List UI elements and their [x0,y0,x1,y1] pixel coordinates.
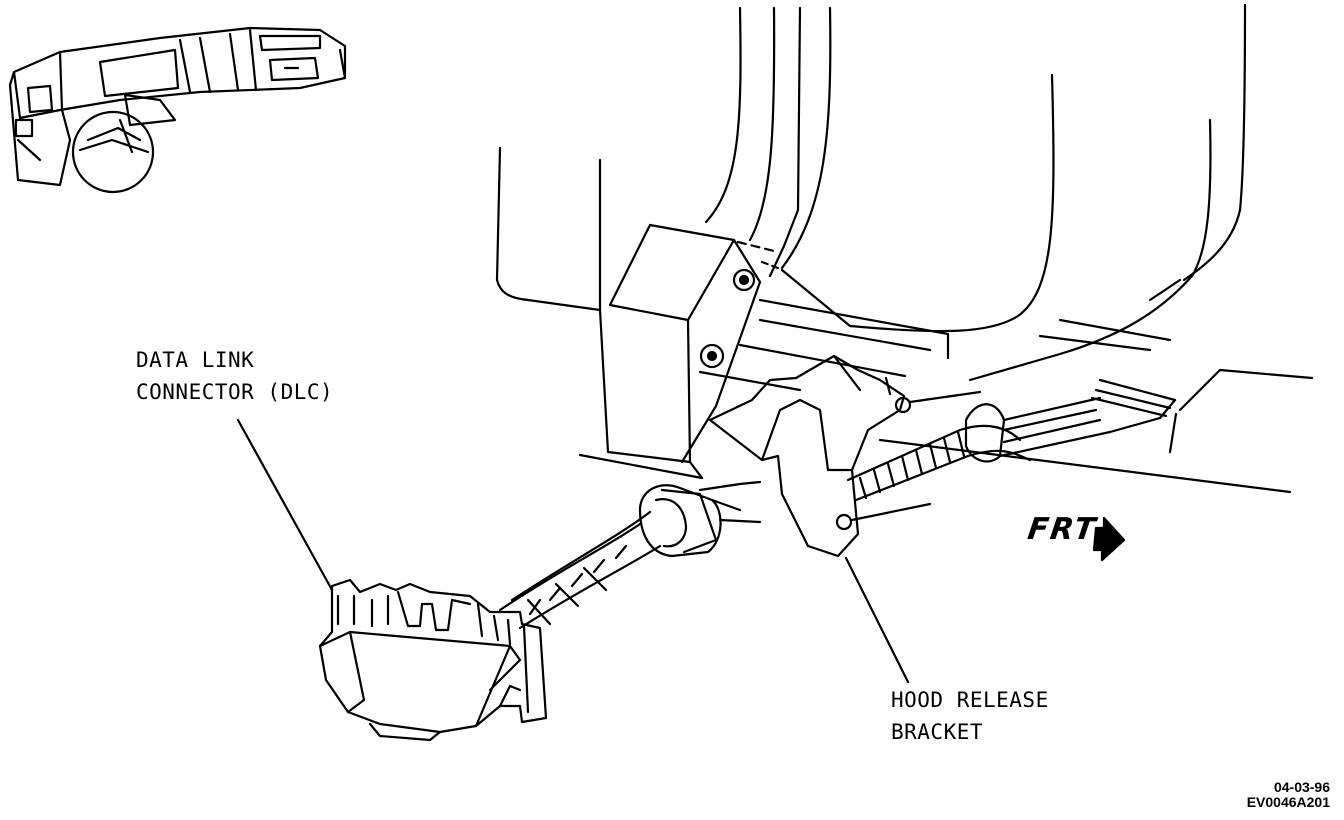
dlc-label-line2: CONNECTOR (DLC) [136,380,334,404]
dlc-leader-line [236,418,334,592]
arrow-right-icon [1092,516,1126,562]
hood-release-label-line1: HOOD RELEASE [891,688,1049,712]
upper-bracket [598,223,780,480]
figure-code: 04-03-96 EV0046A201 [1247,780,1330,810]
hood-release-leader-line [844,556,910,684]
hood-release-cable [846,396,1177,502]
dlc-connector-shape [318,578,548,742]
hood-release-label: HOOD RELEASE BRACKET [891,684,1049,748]
frt-label: FRT [1025,512,1100,547]
bracket-bolt-lower [835,513,853,531]
dlc-harness [498,480,762,630]
inset-detail-circle [71,110,155,194]
figure-date: 04-03-96 [1273,779,1330,795]
figure-id: EV0046A201 [1246,794,1330,810]
dlc-label: DATA LINK CONNECTOR (DLC) [136,344,333,408]
body-panel [495,3,1314,494]
bolt-lower [699,343,725,369]
bolt-upper [732,268,756,292]
bracket-bolt-upper [894,396,912,414]
dash-locator-inset [8,26,347,194]
dlc-label-line1: DATA LINK [136,348,255,372]
hood-release-bracket-shape [708,354,982,558]
hood-release-label-line2: BRACKET [891,720,984,744]
